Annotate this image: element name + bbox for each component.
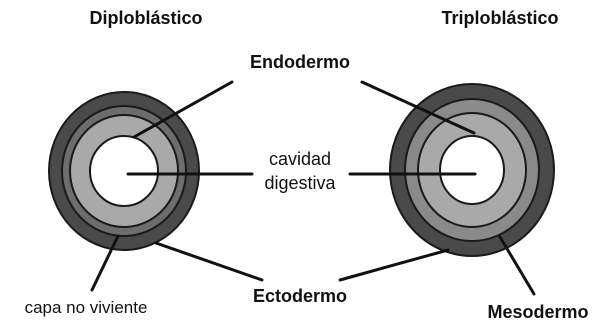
label-digestive-cavity-line2: digestiva <box>264 173 336 193</box>
leader-non-living-layer <box>90 234 120 292</box>
triplo-digestive-cavity <box>439 135 505 205</box>
leader-ectoderm-left <box>154 241 264 282</box>
leader-mesoderm <box>498 235 536 296</box>
leader-endoderm-right <box>360 80 476 135</box>
diplo-digestive-cavity <box>89 135 159 207</box>
title-diploblastic: Diploblástico <box>89 8 202 28</box>
label-mesoderm: Mesodermo <box>487 302 588 322</box>
title-triploblastic: Triploblástico <box>441 8 558 28</box>
leader-endoderm-left <box>132 80 234 139</box>
label-non-living-layer: capa no viviente <box>25 298 148 317</box>
label-digestive-cavity-line1: cavidad <box>269 149 331 169</box>
leader-ectoderm-right <box>338 248 450 282</box>
triploblastic-cross-section <box>389 83 555 257</box>
label-ectoderm: Ectodermo <box>253 286 347 306</box>
diploblastic-cross-section <box>48 91 200 251</box>
label-endoderm: Endodermo <box>250 52 350 72</box>
